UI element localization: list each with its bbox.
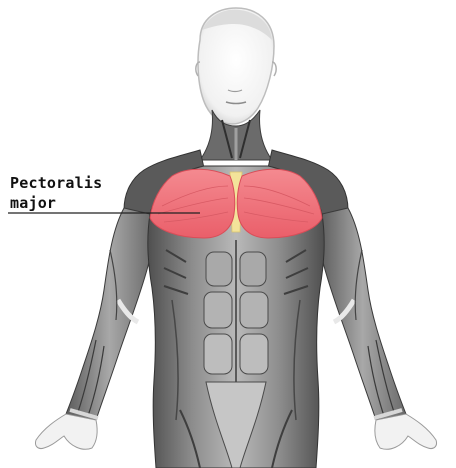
- right-arm: [319, 208, 436, 449]
- head: [196, 8, 276, 124]
- muscle-label-line-2: major: [10, 194, 56, 212]
- left-arm: [35, 208, 152, 449]
- muscle-label-line-1: Pectoralis: [10, 174, 102, 192]
